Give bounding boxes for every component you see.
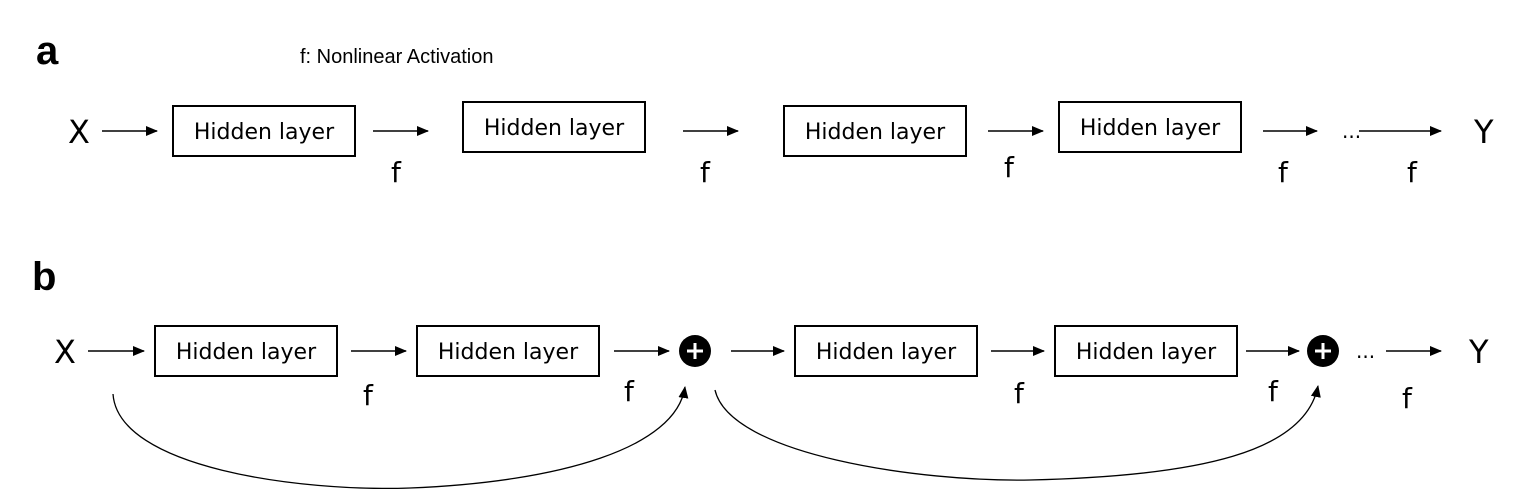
panel-b-input-x: X (54, 333, 76, 371)
panel-a-hidden-layer-3 (783, 105, 967, 157)
panel-a-activation-1: f (391, 156, 402, 189)
panel-a-label: a (36, 29, 59, 73)
panel-b-hidden-layer-4-label: Hidden layer (1076, 340, 1217, 365)
panel-b-sum-node-1 (679, 335, 711, 367)
panel-a-hidden-layer-4-label: Hidden layer (1080, 116, 1221, 141)
panel-b-hidden-layer-2 (416, 325, 600, 377)
panel-a-hidden-layer-1-label: Hidden layer (194, 120, 335, 145)
panel-b-hidden-layer-3-label: Hidden layer (816, 340, 957, 365)
panel-b-skip-connection-1 (112, 386, 689, 489)
panel-b-skip-connection-2 (714, 385, 1321, 481)
panel-a-ellipsis: ... (1342, 119, 1361, 143)
panel-b-output-y: Y (1468, 333, 1489, 371)
panel-a-hidden-layer-2 (462, 101, 646, 153)
panel-a-hidden-layer-2-label: Hidden layer (484, 116, 625, 141)
panel-a-activation-2: f (700, 156, 711, 189)
panel-b-sum-node-2 (1307, 335, 1339, 367)
panel-b-hidden-layer-3 (794, 325, 978, 377)
panel-b-ellipsis: ... (1356, 339, 1375, 363)
panel-a-activation-3: f (1004, 151, 1015, 184)
panel-b-hidden-layer-4 (1054, 325, 1238, 377)
panel-a-input-x: X (68, 113, 90, 151)
panel-b-hidden-layer-2-label: Hidden layer (438, 340, 579, 365)
panel-b-activation-1: f (363, 379, 374, 412)
panel-a-hidden-layer-3-label: Hidden layer (805, 120, 946, 145)
panel-a-activation-4: f (1278, 156, 1289, 189)
panel-b-label: b (32, 255, 56, 299)
panel-b-hidden-layer-1 (154, 325, 338, 377)
panel-b-activation-2: f (624, 375, 635, 408)
panel-a-activation-5: f (1407, 156, 1418, 189)
panel-a-output-y: Y (1473, 113, 1494, 151)
panel-a-hidden-layer-4 (1058, 101, 1242, 153)
panel-b-activation-5: f (1402, 382, 1413, 415)
activation-legend: f: Nonlinear Activation (300, 46, 493, 68)
panel-b-activation-3: f (1014, 377, 1025, 410)
panel-b-hidden-layer-1-label: Hidden layer (176, 340, 317, 365)
panel-a-hidden-layer-1 (172, 105, 356, 157)
panel-b-activation-4: f (1268, 375, 1279, 408)
